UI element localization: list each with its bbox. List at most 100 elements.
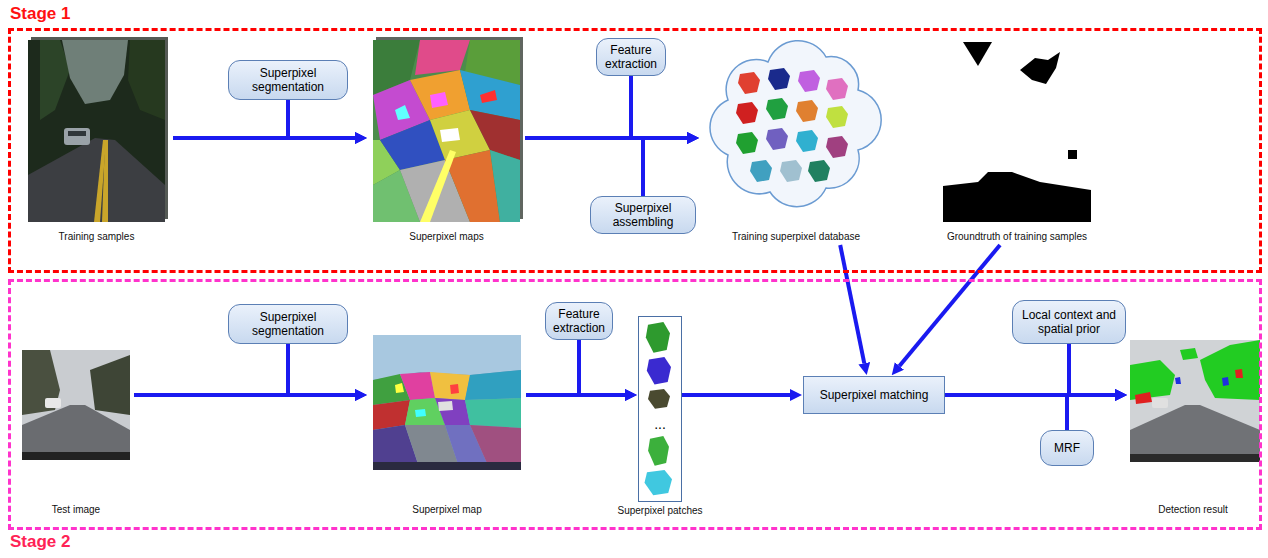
training-photo <box>68 131 86 136</box>
groundtruth-mask <box>963 42 992 66</box>
database-cloud <box>798 70 820 92</box>
database-cloud <box>826 136 848 158</box>
database-cloud <box>766 98 788 120</box>
box-label: MRF <box>1054 441 1080 455</box>
image-panel: Groundtruth of training samples <box>932 40 1102 245</box>
box-label: Superpixel assembling <box>596 201 690 230</box>
flow-arrow <box>1069 344 1115 395</box>
database-cloud <box>750 160 772 182</box>
box-label: Superpixel matching <box>820 388 929 402</box>
image-caption: Detection result <box>1158 504 1227 516</box>
detection-photo <box>1152 398 1168 408</box>
superpixel-mosaic <box>435 398 470 425</box>
patch-samples <box>648 436 669 466</box>
database-cloud: Training superpixel database <box>700 40 892 245</box>
process-box: Superpixel matching <box>803 376 945 414</box>
detection-photo <box>1180 348 1198 360</box>
database-cloud <box>766 128 788 150</box>
flow-arrow <box>682 393 790 397</box>
image-panel: Superpixel map <box>368 335 526 518</box>
image-panel: Detection result <box>1128 340 1258 518</box>
patch-panel: ...Superpixel patches <box>638 316 682 502</box>
flow-arrow <box>288 100 355 138</box>
detection-photo <box>1222 377 1229 386</box>
test-photo <box>22 350 130 460</box>
database-cloud <box>808 160 830 182</box>
training-photo <box>28 138 165 222</box>
image-caption: Groundtruth of training samples <box>947 231 1087 243</box>
training-photo <box>102 140 108 222</box>
box-label: Local context and spatial prior <box>1018 308 1120 337</box>
stage-region: Stage 1Training samplesSuperpixel segmen… <box>8 28 1262 273</box>
flow-arrow <box>631 76 687 138</box>
superpixel-mosaic <box>415 409 426 417</box>
groundtruth-mask <box>943 172 1091 222</box>
detection-photo <box>1130 454 1260 462</box>
process-box: Superpixel segmentation <box>228 304 348 344</box>
superpixel-mosaic <box>395 383 404 393</box>
image-caption: Test image <box>52 504 100 516</box>
superpixel-mosaic <box>430 92 448 108</box>
test-photo <box>45 398 61 408</box>
test-photo <box>22 452 130 460</box>
detection-photo <box>1130 405 1260 462</box>
detection-photo <box>1135 392 1152 404</box>
superpixel-mosaic <box>415 40 470 75</box>
superpixel-mosaic <box>420 150 456 222</box>
training-photo <box>64 128 90 145</box>
image-caption: Training superpixel database <box>732 231 860 243</box>
superpixel-mosaic <box>490 150 520 222</box>
process-box: Feature extraction <box>545 302 613 340</box>
database-cloud <box>736 102 758 124</box>
training-photo <box>128 40 165 120</box>
superpixel-mosaic <box>373 335 521 470</box>
flow-arrow <box>288 344 355 395</box>
patch-samples <box>645 322 673 495</box>
database-cloud <box>738 72 760 94</box>
box-label: Superpixel segmentation <box>234 66 342 95</box>
groundtruth-mask <box>1068 150 1077 159</box>
superpixel-mosaic <box>438 401 453 411</box>
stage-label: Stage 2 <box>10 532 70 552</box>
flow-arrow <box>899 245 1000 366</box>
flow-arrow <box>579 340 625 395</box>
superpixel-mosaic <box>373 37 523 222</box>
detection-photo <box>1175 377 1181 384</box>
flow-arrow <box>643 138 687 196</box>
database-cloud <box>826 106 848 128</box>
superpixel-mosaic <box>440 128 460 142</box>
box-label: Feature extraction <box>602 43 660 72</box>
training-photo <box>28 40 165 222</box>
process-box: Superpixel assembling <box>590 196 696 234</box>
superpixel-mosaic <box>373 462 521 470</box>
groundtruth-mask <box>943 42 1091 222</box>
stage-label: Stage 1 <box>10 4 70 24</box>
detection-photo <box>1130 340 1260 462</box>
superpixel-mosaic <box>465 398 521 428</box>
patch-samples <box>646 322 670 353</box>
flow-arrow <box>840 245 864 363</box>
database-cloud <box>710 41 881 207</box>
database-cloud <box>796 130 818 152</box>
image-caption: Superpixel map <box>412 504 481 516</box>
ellipsis-mark: ... <box>639 417 681 431</box>
database-cloud <box>826 78 848 100</box>
patch-samples <box>645 470 673 495</box>
training-photo <box>62 40 128 104</box>
groundtruth-mask <box>1020 52 1060 84</box>
image-panel: Training samples <box>20 40 173 245</box>
image-caption: Training samples <box>59 231 135 243</box>
superpixel-mosaic <box>373 40 520 222</box>
detection-photo <box>1130 360 1175 400</box>
stage-region: Stage 2Test imageSuperpixel segmentation… <box>8 279 1262 530</box>
process-box: Feature extraction <box>596 38 666 76</box>
database-cloud <box>736 132 758 154</box>
superpixel-mosaic <box>430 372 470 400</box>
superpixel-mosaic <box>395 105 410 120</box>
database-cloud <box>710 41 881 207</box>
test-photo <box>22 350 130 460</box>
image-panel: Test image <box>18 348 134 518</box>
database-cloud <box>768 68 790 90</box>
superpixel-mosaic <box>480 90 497 103</box>
test-photo <box>22 350 60 415</box>
